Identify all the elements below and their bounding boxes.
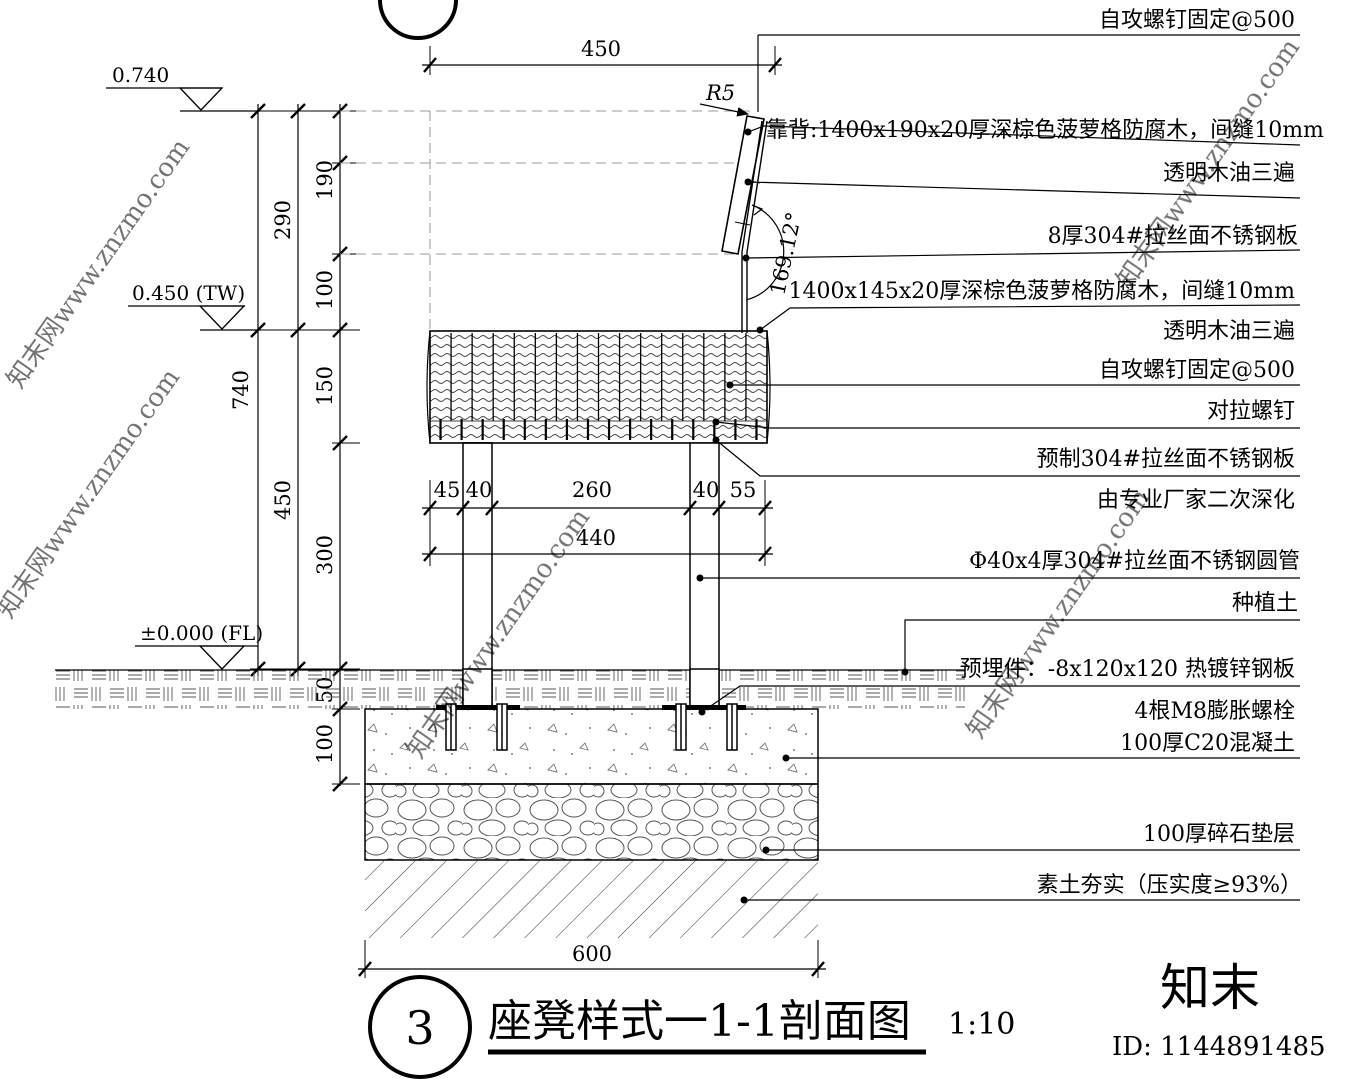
- level-tw-label: 0.450 (TW): [132, 281, 245, 305]
- note-seat-wood: 1400x145x20厚深棕色菠萝格防腐木，间缝10mm: [788, 279, 1295, 304]
- note-steel-plate-8: 8厚304#拉丝面不锈钢板: [1048, 224, 1298, 249]
- dim-100-back: 100: [313, 270, 337, 310]
- dim-55: 55: [730, 478, 757, 502]
- seat-width-dimensions: [422, 480, 773, 566]
- annotation-notes: 自攻螺钉固定@500 靠背:1400x190x20厚深棕色菠萝格防腐木，间缝10…: [766, 8, 1324, 898]
- note-gravel: 100厚碎石垫层: [1143, 822, 1295, 847]
- watermark-site-2: 知末网www.znzmo.com: [0, 363, 186, 624]
- leader-dots: [696, 128, 909, 904]
- note-concrete: 100厚C20混凝土: [1120, 731, 1295, 756]
- dim-440: 440: [576, 526, 616, 550]
- note-tie-bolt: 对拉螺钉: [1207, 399, 1295, 424]
- bench-legs: [462, 442, 720, 710]
- top-width-dimension: [422, 46, 782, 75]
- bench-seat: [426, 330, 771, 444]
- note-screw-backrest: 自攻螺钉固定@500: [1099, 8, 1295, 33]
- dim-100-concrete: 100: [313, 724, 337, 764]
- dim-300: 300: [313, 535, 337, 575]
- dim-radius: R5: [705, 81, 735, 105]
- level-mark-fl: ±0.000 (FL): [135, 621, 263, 670]
- dim-40-right: 40: [693, 478, 720, 502]
- foundation-section: [55, 668, 965, 938]
- dim-450: 450: [271, 480, 295, 520]
- note-backrest-wood: 靠背:1400x190x20厚深棕色菠萝格防腐木，间缝10mm: [766, 118, 1324, 143]
- level-mark-tw: 0.450 (TW): [128, 281, 260, 331]
- dim-45: 45: [434, 478, 461, 502]
- dashed-reference-lines: [340, 110, 752, 330]
- title-text: 座凳样式一1-1剖面图: [488, 996, 911, 1047]
- dim-260: 260: [572, 478, 612, 502]
- dim-150: 150: [313, 366, 337, 406]
- seat-bolts: [439, 419, 758, 440]
- base-width-dimension: [358, 940, 826, 978]
- dim-top-450: 450: [581, 37, 621, 61]
- watermark-site-1: 知末网www.znzmo.com: [1, 133, 196, 394]
- note-prefab-plate: 预制304#拉丝面不锈钢板: [1037, 447, 1295, 472]
- watermark-site-4: 知末网www.znzmo.com: [961, 483, 1156, 744]
- watermark-brand: 知末: [1160, 959, 1260, 1017]
- level-fl-label: ±0.000 (FL): [140, 621, 263, 645]
- title-scale: 1:10: [948, 1007, 1015, 1042]
- dim-40-left: 40: [466, 478, 493, 502]
- note-compacted-soil: 素土夯实（压实度≥93%）: [1037, 873, 1302, 898]
- watermark-id: ID: 1144891485: [1112, 1032, 1326, 1062]
- note-oil-seat: 透明木油三遍: [1163, 319, 1295, 344]
- seat-slats: [450, 333, 747, 421]
- title-number: 3: [405, 1001, 434, 1055]
- top-circle-fragment: [378, 0, 458, 40]
- note-expansion-bolts: 4根M8膨胀螺栓: [1134, 699, 1295, 724]
- dim-190: 190: [313, 160, 337, 200]
- drawing-title: 3 座凳样式一1-1剖面图 1:10: [368, 975, 1015, 1079]
- level-top-label: 0.740: [112, 63, 169, 87]
- note-oil-backrest: 透明木油三遍: [1163, 161, 1295, 186]
- seat-width-labels: 45 40 260 40 55 440: [434, 478, 757, 550]
- note-planting-soil: 种植土: [1232, 591, 1298, 616]
- leader-lines: [700, 125, 1301, 901]
- note-steel-tube: Φ40x4厚304#拉丝面不锈钢圆管: [969, 549, 1300, 574]
- note-embedded-plate: 预埋件：-8x120x120 热镀锌钢板: [960, 657, 1295, 682]
- dim-600: 600: [572, 942, 612, 966]
- level-mark-top: 0.740: [106, 63, 260, 112]
- vertical-dimension-labels: 290 740 450 190 100 150 300 50 100: [229, 160, 337, 764]
- dim-740: 740: [229, 370, 253, 410]
- dim-290: 290: [271, 200, 295, 240]
- note-vendor-detail: 由专业厂家二次深化: [1097, 488, 1295, 513]
- note-screw-seat: 自攻螺钉固定@500: [1099, 358, 1295, 383]
